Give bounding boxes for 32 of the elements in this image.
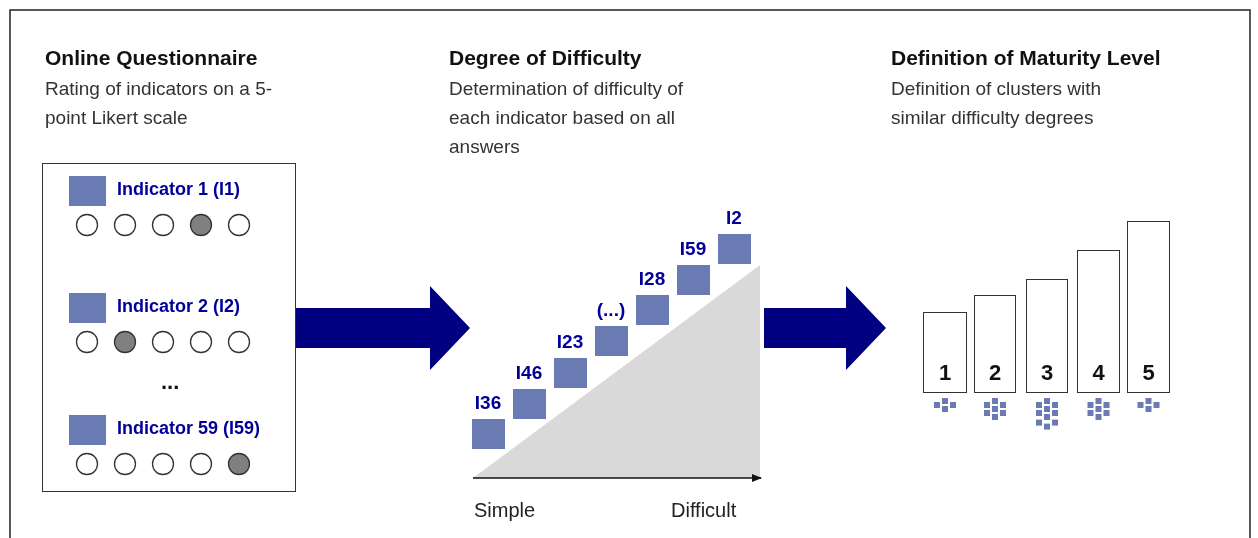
section-description: Definition of clusters with similar difficulty degrees — [891, 77, 1103, 130]
block-arrow — [296, 286, 470, 370]
indicator-label: I28 — [638, 268, 666, 290]
maturity-level-bar — [1127, 221, 1170, 393]
maturity-level-bar — [974, 295, 1016, 393]
maturity-level-bar — [1026, 279, 1068, 393]
level-number: 3 — [1039, 360, 1055, 386]
indicator-label: I46 — [515, 362, 543, 384]
section-description: Rating of indicators on a 5-point Likert scale — [45, 77, 274, 130]
level-number: 4 — [1091, 360, 1106, 386]
indicator-label: I2 — [726, 207, 742, 229]
indicator-label: Indicator 1 (I1) — [117, 179, 241, 200]
section-description: Determination of difficulty of each indicator based on all answers — [449, 77, 685, 159]
block-arrow — [764, 286, 886, 370]
section-heading: Degree of Difficulty — [449, 46, 642, 70]
level-number: 2 — [987, 360, 1003, 386]
axis-label: Simple — [474, 499, 536, 522]
level-number: 5 — [1141, 360, 1156, 386]
indicator-label: Indicator 2 (I2) — [117, 296, 241, 317]
indicator-label: Indicator 59 (I59) — [117, 418, 261, 439]
maturity-level-bar — [923, 312, 967, 393]
indicator-label: I23 — [556, 331, 584, 353]
indicator-label: I59 — [679, 238, 707, 260]
indicator-label: I36 — [474, 392, 502, 414]
ellipsis: ... — [161, 369, 180, 395]
maturity-level-bar — [1077, 250, 1120, 393]
level-number: 1 — [937, 360, 953, 386]
questionnaire-box — [42, 163, 296, 492]
section-heading: Definition of Maturity Level — [891, 46, 1161, 70]
indicator-label: (...) — [596, 299, 626, 321]
section-heading: Online Questionnaire — [45, 46, 258, 70]
axis-label: Difficult — [671, 499, 737, 522]
